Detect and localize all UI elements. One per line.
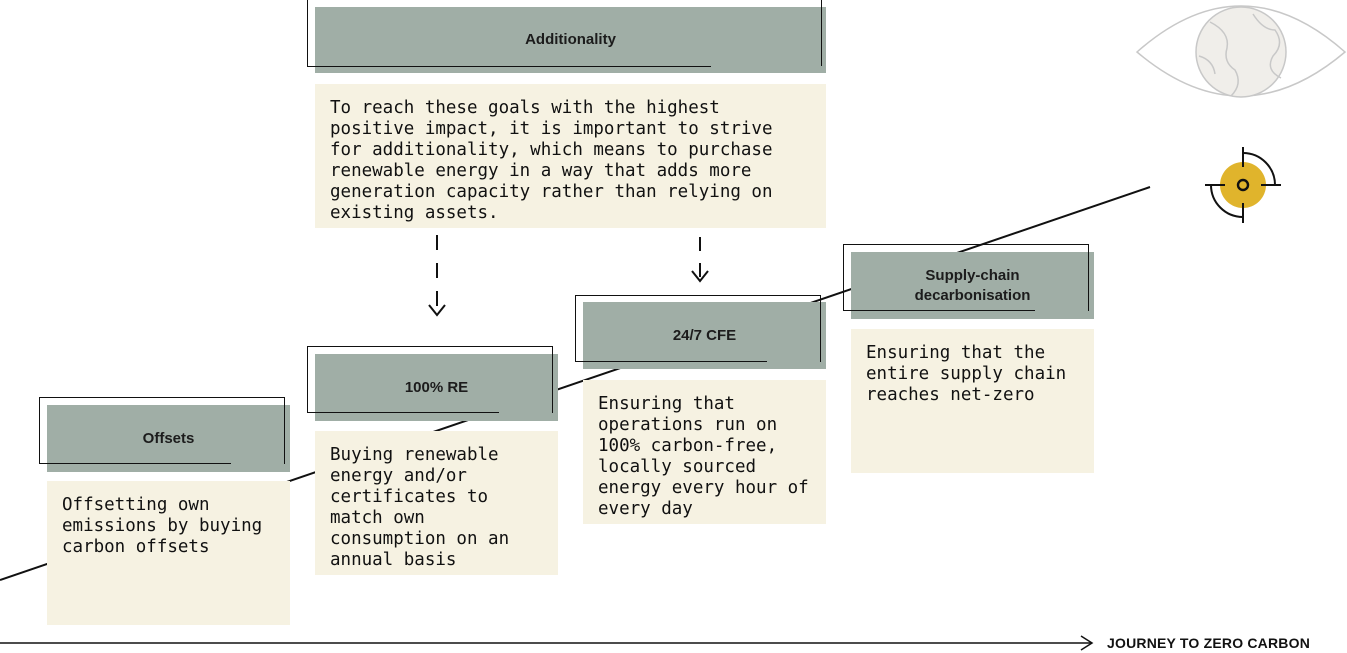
cfe247-header: 24/7 CFE [583, 302, 826, 369]
re100-text: Buying renewable energy and/or certifica… [330, 445, 510, 570]
additionality-body: To reach these goals with the highest po… [315, 84, 826, 228]
re100-frame [307, 346, 553, 413]
offsets-frame-underline [39, 463, 231, 464]
additionality-title: Additionality [525, 31, 616, 48]
supply-frame-underline [843, 310, 1035, 311]
additionality-frame [307, 0, 822, 66]
offsets-text: Offsetting own emissions by buying carbo… [62, 495, 263, 557]
journey-axis-arrowhead [1080, 635, 1094, 651]
offsets-title: Offsets [142, 429, 195, 447]
offsets-header: Offsets [47, 405, 290, 472]
re100-title: 100% RE [404, 378, 469, 396]
target-icon [1205, 147, 1281, 223]
eye-globe-icon [1135, 5, 1347, 98]
supply-header: Supply-chain decarbonisation [851, 252, 1094, 319]
re100-header: 100% RE [315, 354, 558, 421]
cfe247-frame [575, 295, 821, 362]
dashed-arrow-to-re-head [428, 304, 446, 317]
dashed-arrow-to-cfe-head [691, 270, 709, 283]
cfe247-body: Ensuring that operations run on 100% car… [583, 380, 826, 524]
cfe247-title: 24/7 CFE [672, 326, 737, 344]
additionality-header: Additionality [315, 7, 826, 73]
supply-frame [843, 244, 1089, 311]
supply-body: Ensuring that the entire supply chain re… [851, 329, 1094, 473]
cfe247-frame-underline [575, 361, 767, 362]
re100-frame-underline [307, 412, 499, 413]
journey-axis-label: JOURNEY TO ZERO CARBON [1107, 635, 1311, 651]
cfe247-text: Ensuring that operations run on 100% car… [598, 394, 809, 519]
additionality-frame-underline [307, 66, 711, 67]
offsets-body: Offsetting own emissions by buying carbo… [47, 481, 290, 625]
re100-body: Buying renewable energy and/or certifica… [315, 431, 558, 575]
supply-text: Ensuring that the entire supply chain re… [866, 343, 1067, 405]
supply-title: Supply-chain decarbonisation [914, 266, 1031, 304]
additionality-text: To reach these goals with the highest po… [330, 98, 773, 223]
offsets-frame [39, 397, 285, 464]
